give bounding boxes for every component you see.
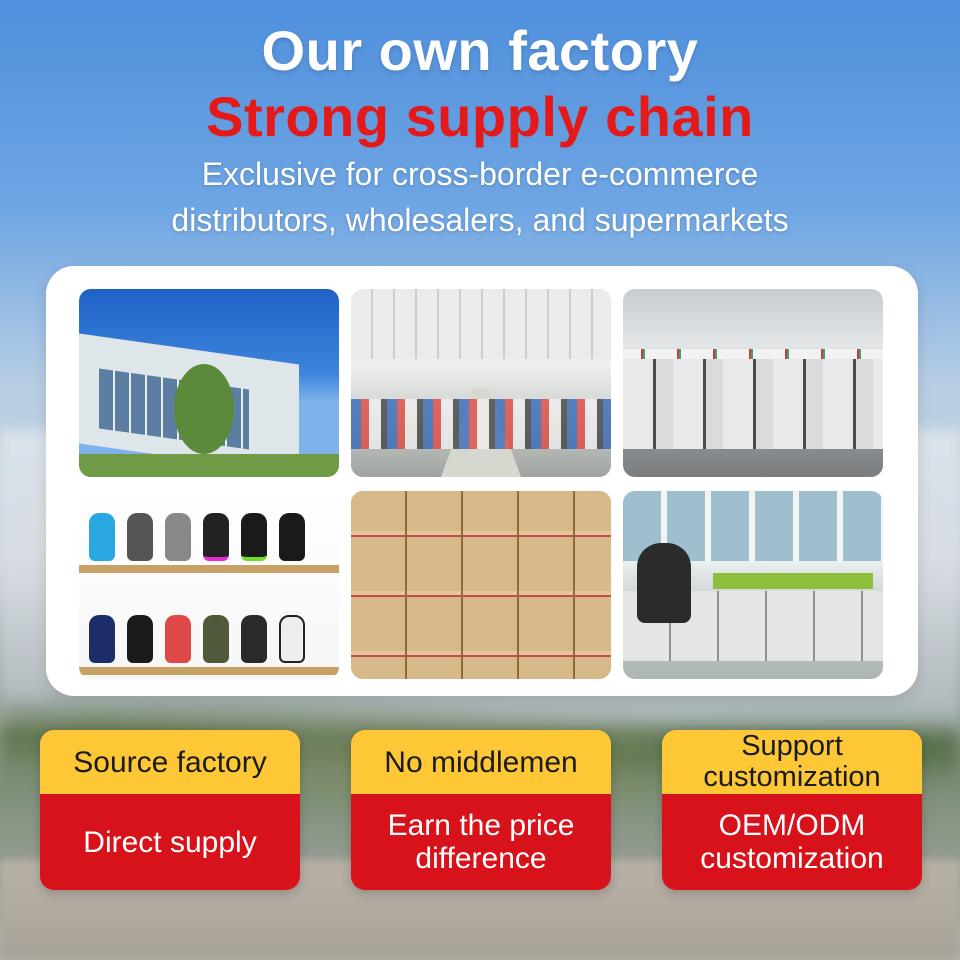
subtitle-line-1: Exclusive for cross-border e-commerce (201, 156, 759, 192)
feature-card-no-middlemen: No middlemen Earn the price difference (351, 730, 611, 890)
card-detail: OEM/ODM customization (662, 794, 922, 890)
photo-gallery (46, 266, 918, 696)
card-heading: Support customization (662, 730, 922, 794)
subtitle-line-2: distributors, wholesalers, and supermark… (171, 202, 789, 238)
embroidery-machines-photo (623, 289, 883, 477)
factory-building-photo (79, 289, 339, 477)
office-photo (623, 491, 883, 679)
feature-card-customization: Support customization OEM/ODM customizat… (662, 730, 922, 890)
workshop-photo (351, 289, 611, 477)
title-line-2: Strong supply chain (206, 85, 754, 148)
gloves-display-photo (79, 491, 339, 679)
carton-boxes-photo (351, 491, 611, 679)
feature-card-source-factory: Source factory Direct supply (40, 730, 300, 890)
card-heading: Source factory (40, 730, 300, 794)
card-heading: No middlemen (351, 730, 611, 794)
card-detail: Direct supply (40, 794, 300, 890)
card-detail: Earn the price difference (351, 794, 611, 890)
title-line-1: Our own factory (261, 19, 699, 82)
